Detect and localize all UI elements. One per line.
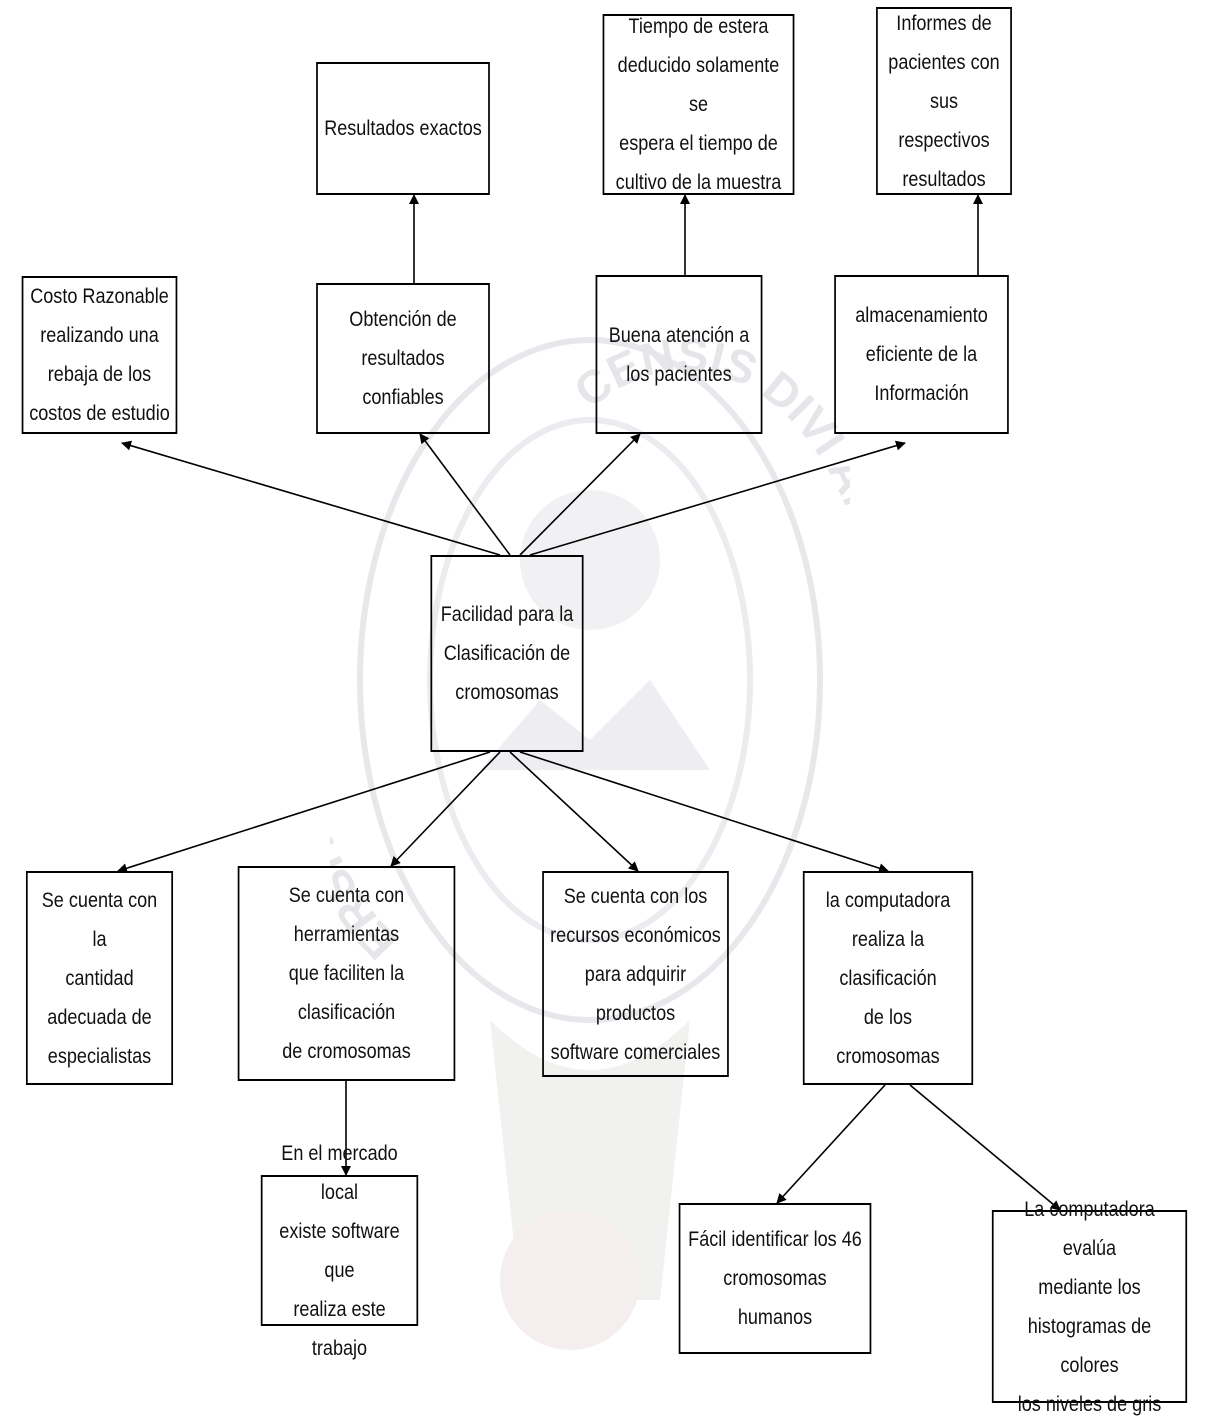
- arrow-to-recursos: [509, 751, 639, 872]
- node-herramientas-text: Se cuenta con herramientas que faciliten…: [282, 884, 411, 1063]
- node-buena-atencion-text: Buena atención a los pacientes: [608, 323, 750, 386]
- node-costo-razonable: Costo Razonable realizando una rebaja de…: [21, 276, 178, 434]
- node-facil-identificar-text: Fácil identificar los 46 cromosomas huma…: [688, 1228, 862, 1329]
- node-recursos-economicos: Se cuenta con los recursos económicos pa…: [542, 871, 729, 1077]
- node-mercado-local-text: En el mercado local existe software que …: [279, 1141, 400, 1360]
- arrow-to-computadora: [519, 751, 889, 873]
- arrow-to-evalua-histogramas: [909, 1084, 1061, 1211]
- arrow-to-especialistas: [117, 751, 491, 874]
- node-costo-razonable-text: Costo Razonable realizando una rebaja de…: [29, 285, 170, 425]
- node-evalua-histogramas: La computadora evalúa mediante los histo…: [991, 1198, 1188, 1416]
- node-buena-atencion: Buena atención a los pacientes: [595, 275, 763, 434]
- node-especialistas-text: Se cuenta con la cantidad adecuada de es…: [41, 888, 158, 1068]
- node-evalua-histogramas-text: La computadora evalúa mediante los histo…: [1017, 1197, 1162, 1416]
- node-informes-pacientes-text: Informes de pacientes con sus respectivo…: [888, 11, 1000, 191]
- node-facilidad-clasificacion: Facilidad para la Clasificación de cromo…: [430, 555, 584, 752]
- node-obtencion-resultados: Obtención de resultados confiables: [316, 283, 490, 434]
- arrow-to-obtencion: [419, 433, 511, 556]
- node-obtencion-resultados-text: Obtención de resultados confiables: [349, 308, 457, 409]
- node-almacenamiento: almacenamiento eficiente de la Informaci…: [834, 275, 1009, 434]
- arrow-to-buena-atencion: [519, 433, 641, 556]
- node-resultados-exactos-text: Resultados exactos: [324, 117, 482, 140]
- arrow-to-costo: [121, 440, 501, 556]
- arrow-to-herramientas: [390, 751, 501, 867]
- arrow-to-facil-identificar: [776, 1084, 886, 1204]
- node-resultados-exactos: Resultados exactos: [316, 62, 490, 195]
- node-informes-pacientes: Informes de pacientes con sus respectivo…: [876, 7, 1012, 195]
- node-tiempo-espera-text: Tiempo de estera deducido solamente se e…: [615, 15, 782, 194]
- node-mercado-local: En el mercado local existe software que …: [260, 1142, 419, 1360]
- arrow-to-almacenamiento: [529, 440, 906, 556]
- node-recursos-economicos-text: Se cuenta con los recursos económicos pa…: [550, 884, 721, 1064]
- node-especialistas: Se cuenta con la cantidad adecuada de es…: [25, 871, 174, 1085]
- node-tiempo-espera: Tiempo de estera deducido solamente se e…: [602, 14, 795, 195]
- node-facilidad-clasificacion-text: Facilidad para la Clasificación de cromo…: [440, 603, 574, 704]
- node-computadora-clasificacion: la computadora realiza la clasificación …: [802, 871, 974, 1085]
- node-computadora-clasificacion-text: la computadora realiza la clasificación …: [825, 888, 951, 1068]
- node-herramientas: Se cuenta con herramientas que faciliten…: [237, 866, 456, 1081]
- node-almacenamiento-text: almacenamiento eficiente de la Informaci…: [855, 304, 988, 405]
- node-facil-identificar: Fácil identificar los 46 cromosomas huma…: [678, 1203, 872, 1354]
